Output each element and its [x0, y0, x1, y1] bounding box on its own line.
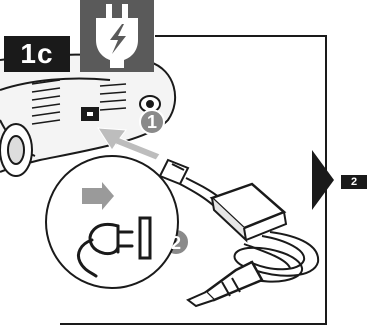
insert-arrow — [97, 127, 161, 161]
power-plug-lightning-icon — [96, 4, 138, 68]
device-illustration — [0, 53, 177, 177]
connect-inset — [45, 155, 179, 289]
next-step-label: 2 — [341, 175, 367, 189]
inset-arrow — [82, 182, 114, 210]
next-arrow-icon — [312, 150, 334, 210]
plug-into-socket-icon — [77, 216, 152, 278]
callout-1-label: 1 — [147, 112, 157, 132]
step-badge: 1c — [4, 36, 70, 72]
adapter-cable — [158, 158, 320, 308]
callout-1-marker — [139, 109, 165, 135]
power-badge — [80, 0, 154, 72]
callout-2-label: 2 — [171, 233, 181, 253]
